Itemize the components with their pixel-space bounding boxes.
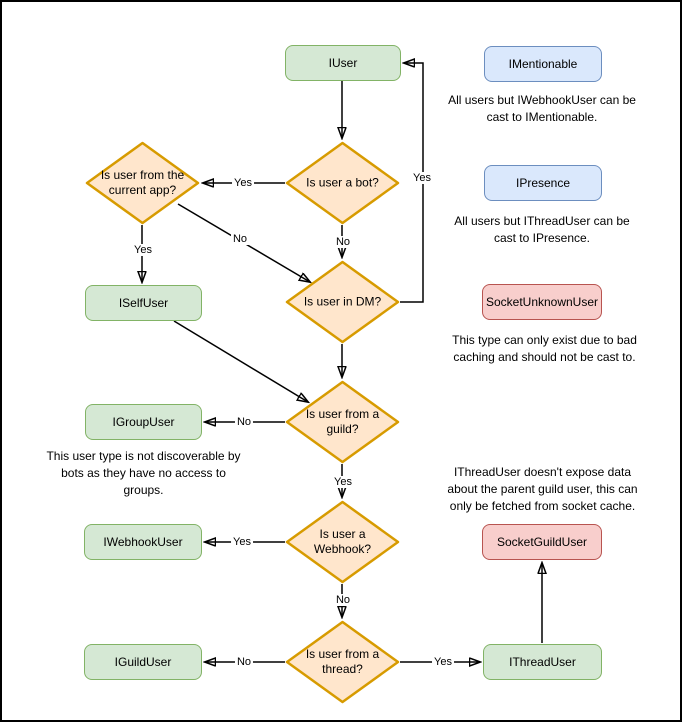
diamond-shape	[285, 380, 400, 464]
decision-label: Is user from a guild?	[305, 407, 380, 436]
note-ipresence: All users but IThreadUser can be cast to…	[432, 213, 652, 247]
edge-label-bot-no: No	[333, 236, 353, 248]
node-iwebhookuser: IWebhookUser	[84, 524, 202, 560]
diamond-shape	[85, 141, 200, 225]
decision-label: Is user from a thread?	[305, 647, 380, 676]
note-line: only be fetched from socket cache.	[449, 499, 636, 513]
node-iuser: IUser	[285, 45, 401, 81]
note-line: IThreadUser doesn't expose data	[453, 465, 632, 479]
note-line: cast to IPresence.	[493, 231, 591, 245]
edge-iselfuser-to-isguild	[173, 320, 308, 402]
node-socketunknownuser: SocketUnknownUser	[482, 284, 602, 320]
edge-label-guild-no: No	[234, 416, 254, 428]
note-socket-unknown: This type can only exist due to bad cach…	[432, 332, 657, 366]
node-igroupuser: IGroupUser	[85, 404, 202, 440]
edge-label-app-no: No	[230, 233, 250, 245]
edge-label-bot-yes: Yes	[232, 177, 254, 189]
diamond-shape	[285, 500, 400, 584]
edge-label-webhook-yes: Yes	[231, 536, 253, 548]
diamond-shape	[285, 141, 400, 225]
note-line: This user type is not discoverable by	[46, 449, 241, 463]
node-ipresence: IPresence	[484, 165, 602, 201]
node-iguilduser: IGuildUser	[84, 644, 202, 680]
decision-label: Is user from the current app?	[100, 168, 185, 197]
node-ithreaduser: IThreadUser	[483, 644, 602, 680]
note-line: bots as they have no access to	[61, 466, 226, 480]
decision-label: Is user a Webhook?	[313, 527, 372, 556]
note-line: All users but IWebhookUser can be	[448, 93, 636, 107]
node-socketguilduser: SocketGuildUser	[482, 524, 602, 560]
note-line: This type can only exist due to bad	[452, 333, 637, 347]
note-imentionable: All users but IWebhookUser can be cast t…	[432, 92, 652, 126]
decision-is-dm: Is user in DM?	[285, 260, 400, 344]
node-iselfuser: ISelfUser	[85, 285, 202, 321]
edge-label-thread-yes: Yes	[432, 656, 454, 668]
diamond-shape	[285, 620, 400, 704]
note-line: cast to IMentionable.	[486, 110, 598, 124]
note-ithread: IThreadUser doesn't expose data about th…	[430, 464, 655, 515]
edge-label-thread-no: No	[234, 656, 254, 668]
edge-label-webhook-no: No	[333, 594, 353, 606]
decision-label: Is user a bot?	[306, 175, 379, 190]
decision-is-bot: Is user a bot?	[285, 141, 400, 225]
decision-label: Is user in DM?	[303, 294, 382, 309]
edge-label-dm-yes: Yes	[411, 172, 433, 184]
diamond-shape	[285, 260, 400, 344]
decision-is-webhook: Is user a Webhook?	[285, 500, 400, 584]
decision-is-thread: Is user from a thread?	[285, 620, 400, 704]
decision-is-current-app: Is user from the current app?	[85, 141, 200, 225]
edge-label-guild-yes: Yes	[332, 476, 354, 488]
note-line: All users but IThreadUser can be	[454, 214, 630, 228]
note-line: caching and should not be cast to.	[453, 350, 636, 364]
note-line: about the parent guild user, this can	[447, 482, 638, 496]
node-imentionable: IMentionable	[484, 46, 602, 82]
note-line: groups.	[123, 483, 164, 497]
decision-is-guild: Is user from a guild?	[285, 380, 400, 464]
edge-label-app-yes: Yes	[132, 244, 154, 256]
note-igroup: This user type is not discoverable by bo…	[31, 448, 256, 499]
